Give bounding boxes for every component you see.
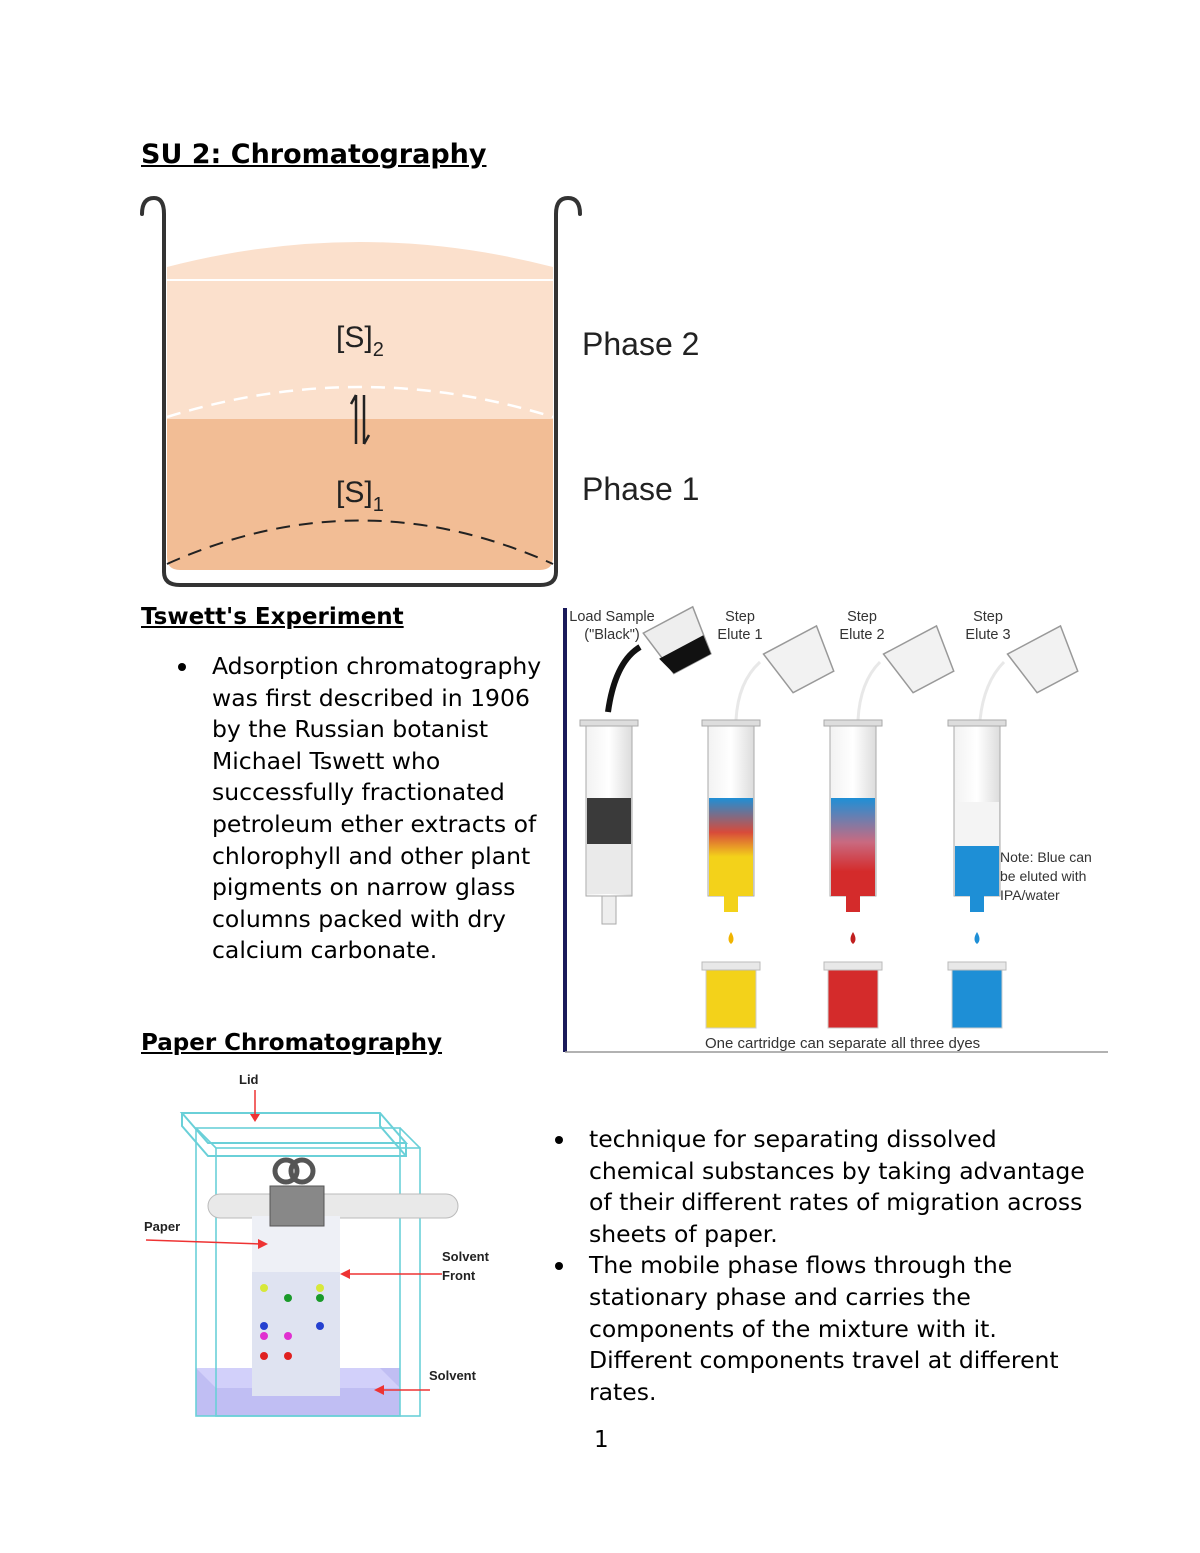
cartridge-elute3 (947, 719, 1007, 1029)
cartridge-elute1 (701, 719, 761, 1029)
pouring-beaker-black (642, 605, 712, 675)
lid-label: Lid (239, 1072, 259, 1087)
tswett-bullet-list: Adsorption chromatography was first desc… (178, 651, 557, 967)
phase1-label: Phase 1 (582, 471, 699, 507)
tank-lid (179, 1112, 409, 1157)
phase2-liquid (167, 242, 553, 419)
list-item: Adsorption chromatography was first desc… (178, 651, 557, 967)
cartridge-load (579, 719, 639, 925)
cartridge-elute2 (823, 719, 883, 1029)
black-stream (605, 644, 642, 713)
paper-bullet-list: technique for separating dissolved chemi… (555, 1124, 1089, 1408)
pouring-beaker-2 (882, 624, 955, 694)
list-item: The mobile phase flows through the stati… (555, 1250, 1089, 1408)
two-phase-beaker-figure: [S]2 [S]1 Phase 2 Phase 1 (140, 196, 699, 587)
pigment-spots (260, 1284, 324, 1360)
tswett-heading: Tswett's Experiment (141, 604, 404, 630)
paper-chromatography-heading: Paper Chromatography (141, 1030, 443, 1056)
equilibrium-arrows-icon (349, 394, 371, 445)
support-rod (207, 1193, 459, 1219)
page-title: SU 2: Chromatography (141, 139, 487, 170)
figure-caption: One cartridge can separate all three dye… (705, 1035, 980, 1052)
page-number: 1 (594, 1427, 609, 1453)
list-item: technique for separating dissolved chemi… (555, 1124, 1089, 1250)
s1-label: [S]1 (336, 476, 384, 516)
binder-clip-icon (269, 1157, 325, 1227)
beaker-wall (140, 196, 582, 587)
paper-label: Paper (144, 1219, 180, 1234)
solvent-label: Solvent (429, 1368, 477, 1383)
pouring-beaker-3 (1006, 624, 1079, 694)
pouring-beaker-1 (762, 624, 835, 694)
step-label-load: Load Sample("Black") (569, 609, 654, 643)
phase2-label: Phase 2 (582, 326, 699, 362)
s2-label: [S]2 (336, 321, 384, 361)
